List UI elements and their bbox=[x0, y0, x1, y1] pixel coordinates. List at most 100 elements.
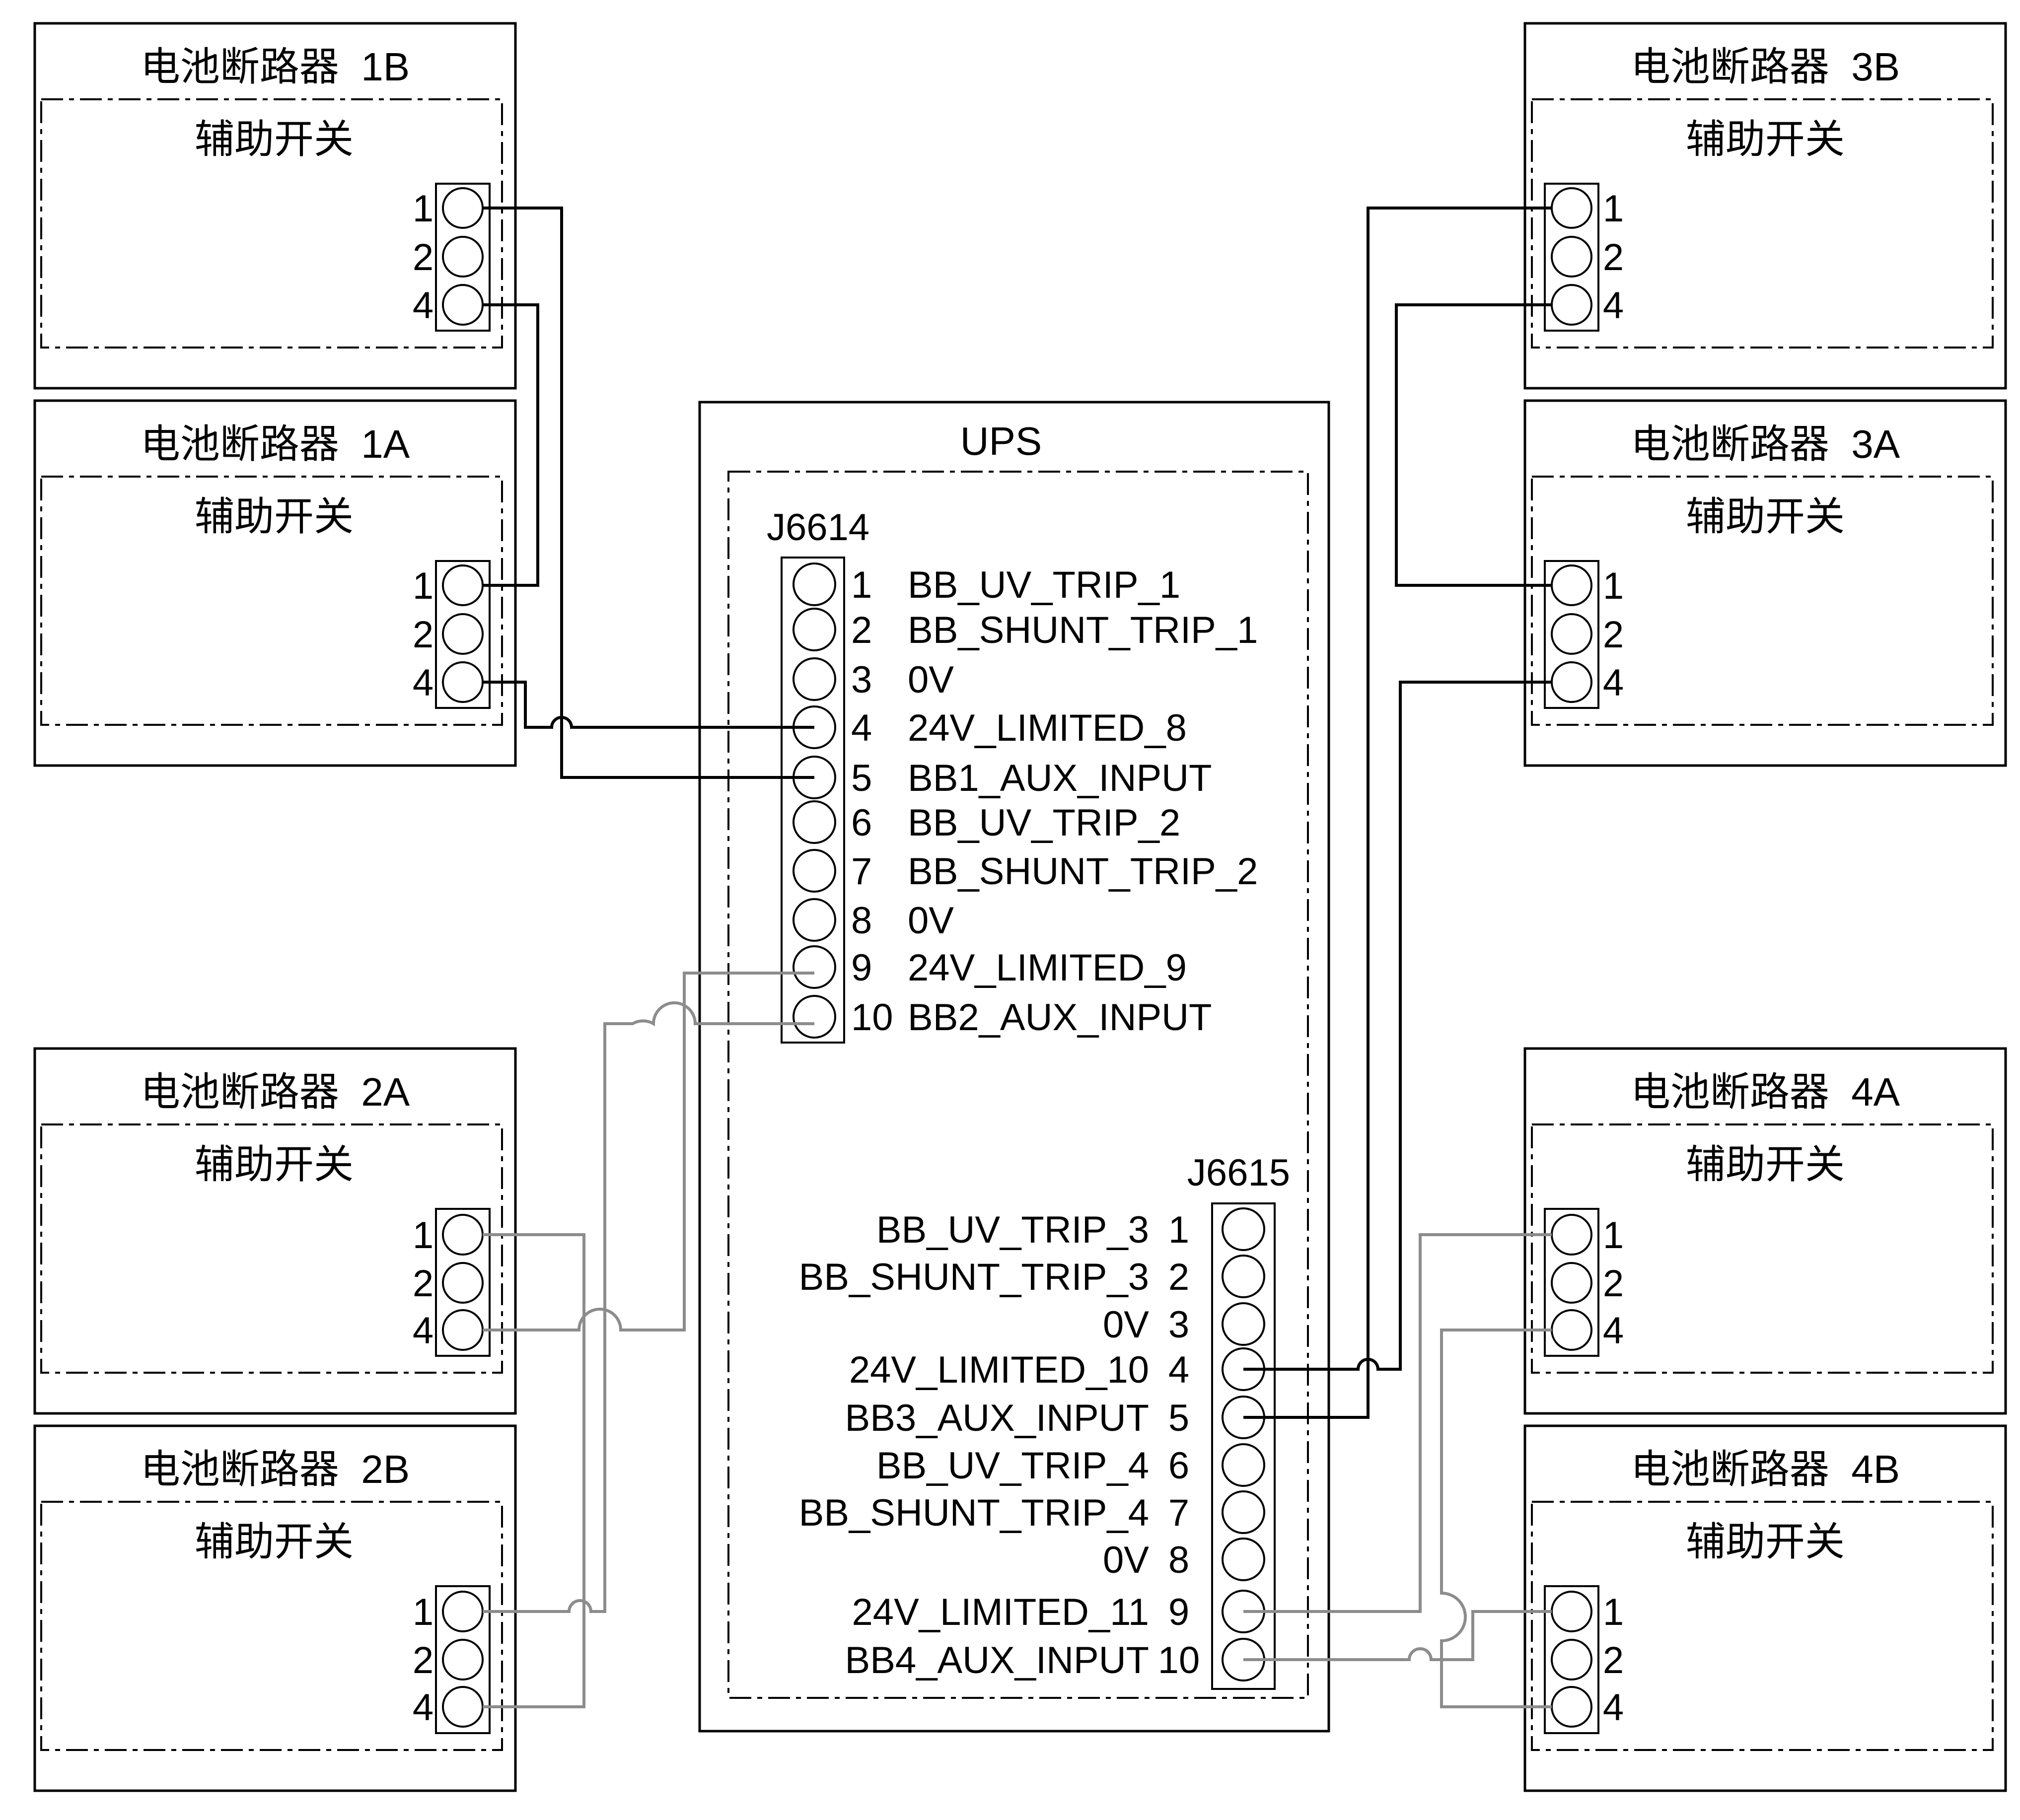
pin-number: 5 bbox=[851, 757, 872, 799]
aux-switch-3A-frame bbox=[1531, 476, 1994, 726]
signal-label: 0V bbox=[1103, 1304, 1149, 1346]
pin-number: 9 bbox=[1168, 1591, 1189, 1633]
signal-label: BB_UV_TRIP_4 bbox=[876, 1445, 1149, 1487]
breaker-2B: 电池断路器 2B 辅助开关 1 2 4 bbox=[33, 1424, 517, 1792]
pin-label: 2 bbox=[1603, 236, 1624, 279]
connector-j6615-pin-6 bbox=[1222, 1443, 1265, 1487]
pin-label: 2 bbox=[413, 1262, 433, 1305]
breaker-3B-box bbox=[1523, 22, 2007, 390]
breaker-1B: 电池断路器 1B 辅助开关 1 2 4 bbox=[33, 22, 517, 390]
signal-label: 24V_LIMITED_11 bbox=[852, 1591, 1149, 1633]
aux-switch-2B-frame bbox=[40, 1501, 503, 1751]
pin-number: 8 bbox=[1168, 1539, 1189, 1581]
aux-switch-4B-label: 辅助开关 bbox=[1686, 1520, 1845, 1564]
connector-J6615-label: J6615 bbox=[1187, 1152, 1290, 1194]
wire-1A-pin4-to-J6614-pin4 bbox=[483, 681, 814, 729]
terminal-1A-pin-4 bbox=[442, 661, 484, 703]
pin-number: 6 bbox=[1168, 1445, 1189, 1487]
pin-label: 4 bbox=[413, 1310, 433, 1352]
aux-switch-4A-label: 辅助开关 bbox=[1686, 1142, 1845, 1187]
pin-number: 5 bbox=[1168, 1397, 1189, 1439]
pin-label: 2 bbox=[413, 1639, 433, 1681]
pin-label: 4 bbox=[413, 662, 433, 704]
pin-label: 2 bbox=[1603, 614, 1624, 656]
terminal-4B-pin-1 bbox=[1551, 1591, 1592, 1632]
signal-label: 0V bbox=[908, 900, 954, 942]
aux-switch-1B-label: 辅助开关 bbox=[195, 117, 354, 161]
aux-switch-4B-frame bbox=[1531, 1501, 1994, 1751]
breaker-2B-box bbox=[33, 1424, 517, 1792]
ups-title: UPS bbox=[960, 419, 1042, 463]
breaker-4B-title: 电池断路器 4B bbox=[1631, 1447, 1900, 1491]
terminal-2A-pin-2 bbox=[442, 1262, 484, 1304]
connector-j6614-pin-2 bbox=[793, 608, 836, 651]
connector-j6614-pin-7 bbox=[793, 849, 836, 893]
signal-label: 24V_LIMITED_10 bbox=[849, 1349, 1149, 1391]
wire-J6614-pin9-to-2A-pin4 bbox=[483, 972, 814, 1331]
terminal-4B-pin-4 bbox=[1551, 1686, 1592, 1728]
pin-label: 1 bbox=[413, 188, 433, 230]
connector-j6614-pin-8 bbox=[793, 898, 836, 942]
wire-J6615-pin9-to-4A-pin1 bbox=[1243, 1233, 1552, 1613]
breaker-3A-title: 电池断路器 3A bbox=[1631, 422, 1900, 466]
terminal-4A-pin-1 bbox=[1551, 1214, 1592, 1256]
pin-number: 3 bbox=[1168, 1304, 1189, 1346]
connector-j6614-pin-3 bbox=[793, 657, 836, 701]
pin-number: 4 bbox=[851, 707, 872, 749]
terminal-2B-pin-2 bbox=[442, 1639, 484, 1680]
terminal-1A-pin-1 bbox=[442, 564, 484, 606]
ups-inner-frame bbox=[727, 471, 1309, 1699]
pin-label: 1 bbox=[1603, 188, 1624, 230]
wires-breaker-3 bbox=[1243, 207, 1552, 1419]
connector-j6615-pin-1 bbox=[1222, 1207, 1265, 1251]
wire-J6615-pin5-to-3B-pin1 bbox=[1243, 207, 1552, 1419]
pin-label: 2 bbox=[413, 614, 433, 656]
pin-label: 2 bbox=[413, 236, 433, 279]
breaker-1A-title: 电池断路器 1A bbox=[141, 422, 410, 466]
breaker-1B-box bbox=[33, 22, 517, 390]
aux-switch-2A-label: 辅助开关 bbox=[195, 1142, 354, 1187]
connector-j6615-pin-7 bbox=[1222, 1490, 1265, 1534]
pin-label: 4 bbox=[1603, 662, 1624, 704]
pin-number: 10 bbox=[851, 996, 893, 1039]
terminal-1B-pin-4 bbox=[442, 284, 484, 326]
breaker-1A: 电池断路器 1A 辅助开关 1 2 4 bbox=[33, 399, 517, 767]
connector-j6614-pin-9 bbox=[793, 945, 836, 989]
signal-label: BB_UV_TRIP_1 bbox=[908, 564, 1180, 606]
pin-number: 1 bbox=[1168, 1209, 1189, 1251]
pin-label: 2 bbox=[1603, 1262, 1624, 1305]
pin-label: 1 bbox=[1603, 1591, 1624, 1633]
aux-switch-2A-frame bbox=[40, 1123, 503, 1374]
breaker-4A-title: 电池断路器 4A bbox=[1631, 1070, 1900, 1114]
wire-2A-pin1-to-2B-pin4 bbox=[483, 1233, 585, 1708]
signal-label: 0V bbox=[908, 659, 954, 701]
terminal-2B-pin-4 bbox=[442, 1686, 484, 1728]
pin-number: 10 bbox=[1158, 1639, 1200, 1681]
breaker-2A-box bbox=[33, 1047, 517, 1415]
wires-breaker-2 bbox=[483, 972, 814, 1708]
signal-label: 24V_LIMITED_9 bbox=[908, 947, 1187, 989]
breaker-2B-title: 电池断路器 2B bbox=[141, 1447, 410, 1491]
pin-label: 1 bbox=[413, 565, 433, 607]
aux-switch-2B-label: 辅助开关 bbox=[195, 1520, 354, 1564]
pin-number: 8 bbox=[851, 900, 872, 942]
signal-label: BB_SHUNT_TRIP_4 bbox=[799, 1492, 1149, 1534]
breaker-4A-box bbox=[1523, 1047, 2007, 1415]
breaker-3B-title: 电池断路器 3B bbox=[1631, 45, 1900, 89]
connector-j6614-pin-10 bbox=[793, 995, 836, 1039]
terminal-2B-pin-1 bbox=[442, 1591, 484, 1632]
pin-number: 2 bbox=[1168, 1256, 1189, 1298]
connector-j6615-pin-8 bbox=[1222, 1538, 1265, 1581]
pin-number: 6 bbox=[851, 802, 872, 844]
terminal-2A-pin-1 bbox=[442, 1214, 484, 1256]
breaker-1B-title: 电池断路器 1B bbox=[141, 45, 410, 89]
pin-label: 4 bbox=[413, 1686, 433, 1729]
breaker-3B: 电池断路器 3B 辅助开关 1 2 4 bbox=[1523, 22, 2007, 390]
pin-label: 1 bbox=[413, 1214, 433, 1257]
terminal-1A-pin-2 bbox=[442, 613, 484, 655]
signal-label: BB4_AUX_INPUT bbox=[845, 1639, 1149, 1681]
terminal-4A-pin-2 bbox=[1551, 1262, 1592, 1304]
signal-label: 0V bbox=[1103, 1539, 1149, 1581]
aux-switch-1A-label: 辅助开关 bbox=[195, 494, 354, 539]
